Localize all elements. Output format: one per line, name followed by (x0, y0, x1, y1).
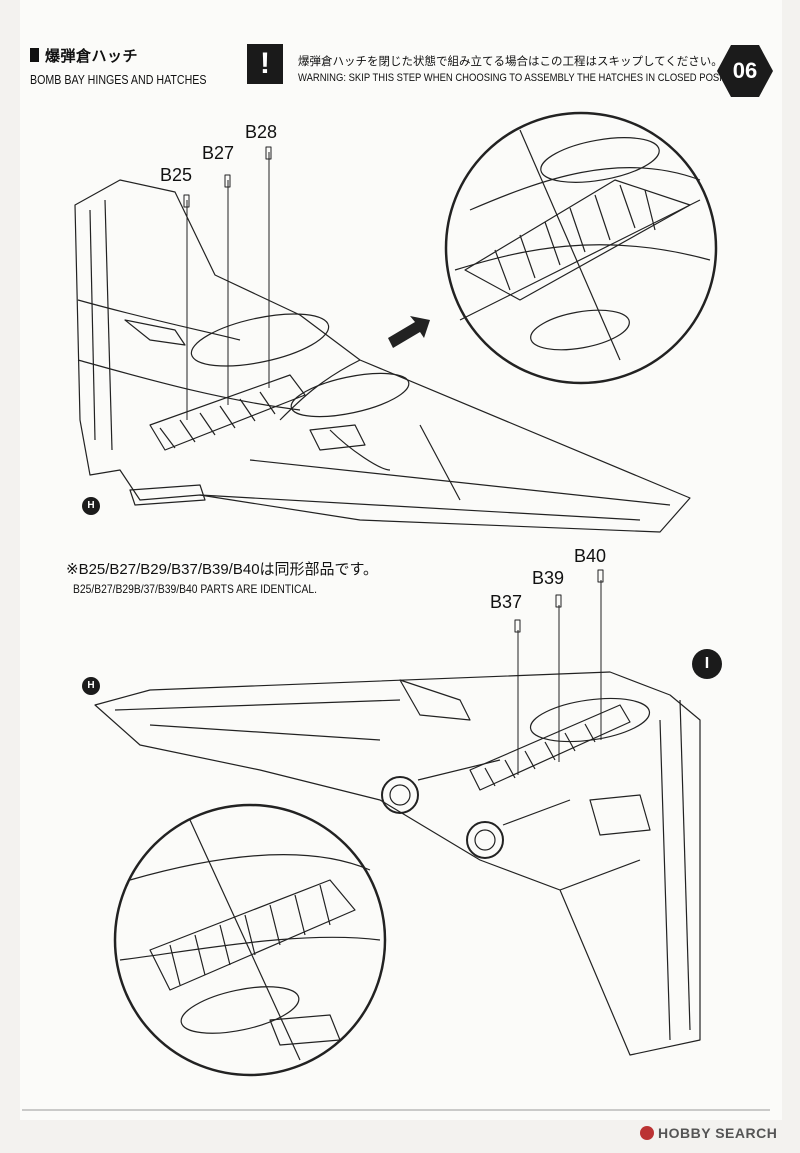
lower-wing-drawing (94, 671, 701, 1056)
part-label-b27: B27 (202, 143, 235, 163)
identical-parts-note-en: B25/B27/B29B/37/B39/B40 PARTS ARE IDENTI… (73, 582, 317, 596)
part-label-b37: B37 (490, 592, 523, 612)
sub-assembly-badge-h-lower: H (82, 677, 100, 695)
watermark: HOBBY SEARCH (640, 1125, 777, 1141)
part-label-b40: B40 (574, 546, 607, 566)
identical-parts-note-ja: ※B25/B27/B29/B37/B39/B40は同形部品です。 (66, 561, 379, 578)
step-title-ja: 爆弾倉ハッチ (30, 45, 138, 66)
warning-text-ja: 爆弾倉ハッチを閉じた状態で組み立てる場合はこの工程はスキップしてください。 (298, 56, 723, 68)
instruction-page (20, 0, 782, 1120)
upper-wing-drawing (74, 179, 691, 533)
lower-part-pins (514, 569, 604, 775)
upper-detail-circle (444, 111, 718, 385)
step-title-en: BOMB BAY HINGES AND HATCHES (30, 72, 207, 87)
part-label-b25: B25 (160, 165, 193, 185)
part-label-b39: B39 (532, 568, 565, 588)
upper-part-pins (183, 146, 272, 420)
sub-assembly-badge-h-upper: H (82, 497, 100, 515)
brand-logo-icon (640, 1126, 654, 1140)
direction-arrow-icon (388, 316, 430, 348)
part-label-b28: B28 (245, 122, 278, 142)
sub-assembly-badge-i: I (692, 649, 722, 679)
lower-detail-circle (113, 803, 387, 1077)
watermark-text: HOBBY SEARCH (658, 1125, 778, 1141)
step-number: 06 (732, 58, 758, 83)
exclamation-icon: ! (247, 44, 283, 84)
warning-text-en: WARNING: SKIP THIS STEP WHEN CHOOSING TO… (298, 72, 748, 84)
hexagon-step-icon: 06 (717, 43, 773, 99)
